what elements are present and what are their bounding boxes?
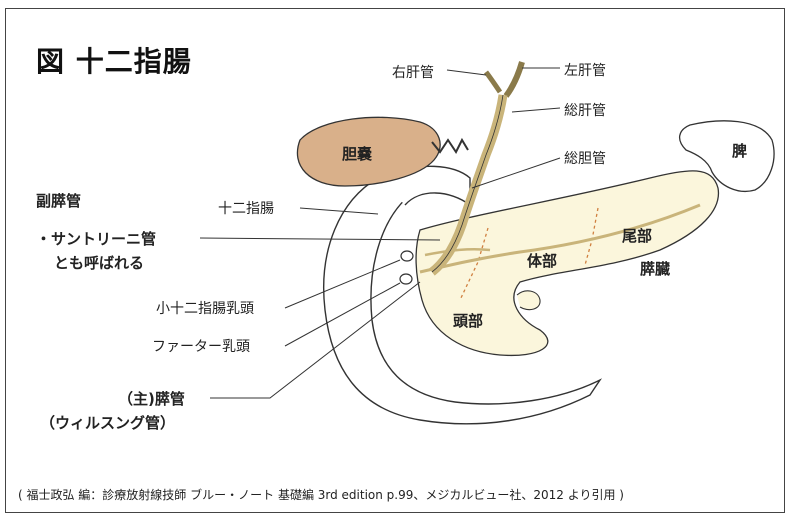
label-left-hepatic-duct: 左肝管 xyxy=(564,60,606,80)
citation-text: ( 福士政弘 編：診療放射線技師 ブルー・ノート 基礎編 3rd edition… xyxy=(18,486,624,503)
leader-santorini xyxy=(200,238,440,240)
label-gallbladder: 胆嚢 xyxy=(342,143,372,164)
label-main-duct-line2: （ウィルスング管） xyxy=(40,412,175,433)
pancreas-uncinate xyxy=(517,291,540,310)
label-pancreas: 膵臓 xyxy=(640,258,670,279)
label-vater-papilla: ファーター乳頭 xyxy=(152,336,250,356)
label-santorini-line2: とも呼ばれる xyxy=(54,252,144,273)
label-main-duct-line1: （主)膵管 xyxy=(118,388,185,409)
minor-papilla xyxy=(401,251,413,261)
label-pancreas-body: 体部 xyxy=(527,250,557,271)
label-common-hepatic-duct: 総肝管 xyxy=(564,100,606,120)
label-common-bile-duct: 総胆管 xyxy=(564,148,606,168)
label-santorini-line1: ・サントリーニ管 xyxy=(36,228,156,249)
left-hepatic-duct xyxy=(506,62,522,96)
label-pancreas-head: 頭部 xyxy=(453,310,483,331)
label-duodenum: 十二指腸 xyxy=(218,198,274,218)
leader-common-hepatic xyxy=(512,108,560,112)
label-pancreas-tail: 尾部 xyxy=(622,225,652,246)
label-minor-papilla: 小十二指腸乳頭 xyxy=(156,298,254,318)
right-hepatic-duct xyxy=(486,72,500,92)
label-right-hepatic-duct: 右肝管 xyxy=(392,62,434,82)
vater-papilla xyxy=(400,274,412,284)
label-spleen: 脾 xyxy=(732,140,747,161)
label-accessory-duct: 副膵管 xyxy=(36,190,81,211)
leader-right-hepatic xyxy=(447,70,486,75)
